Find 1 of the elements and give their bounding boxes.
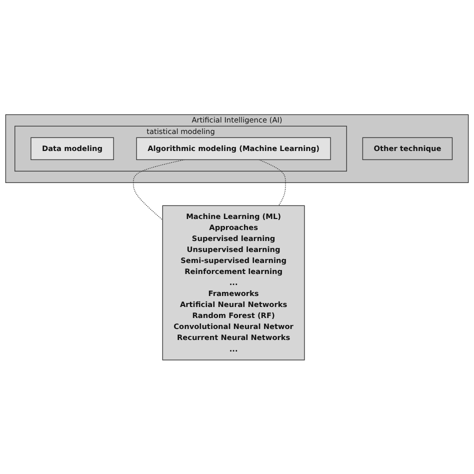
connector <box>258 159 286 206</box>
